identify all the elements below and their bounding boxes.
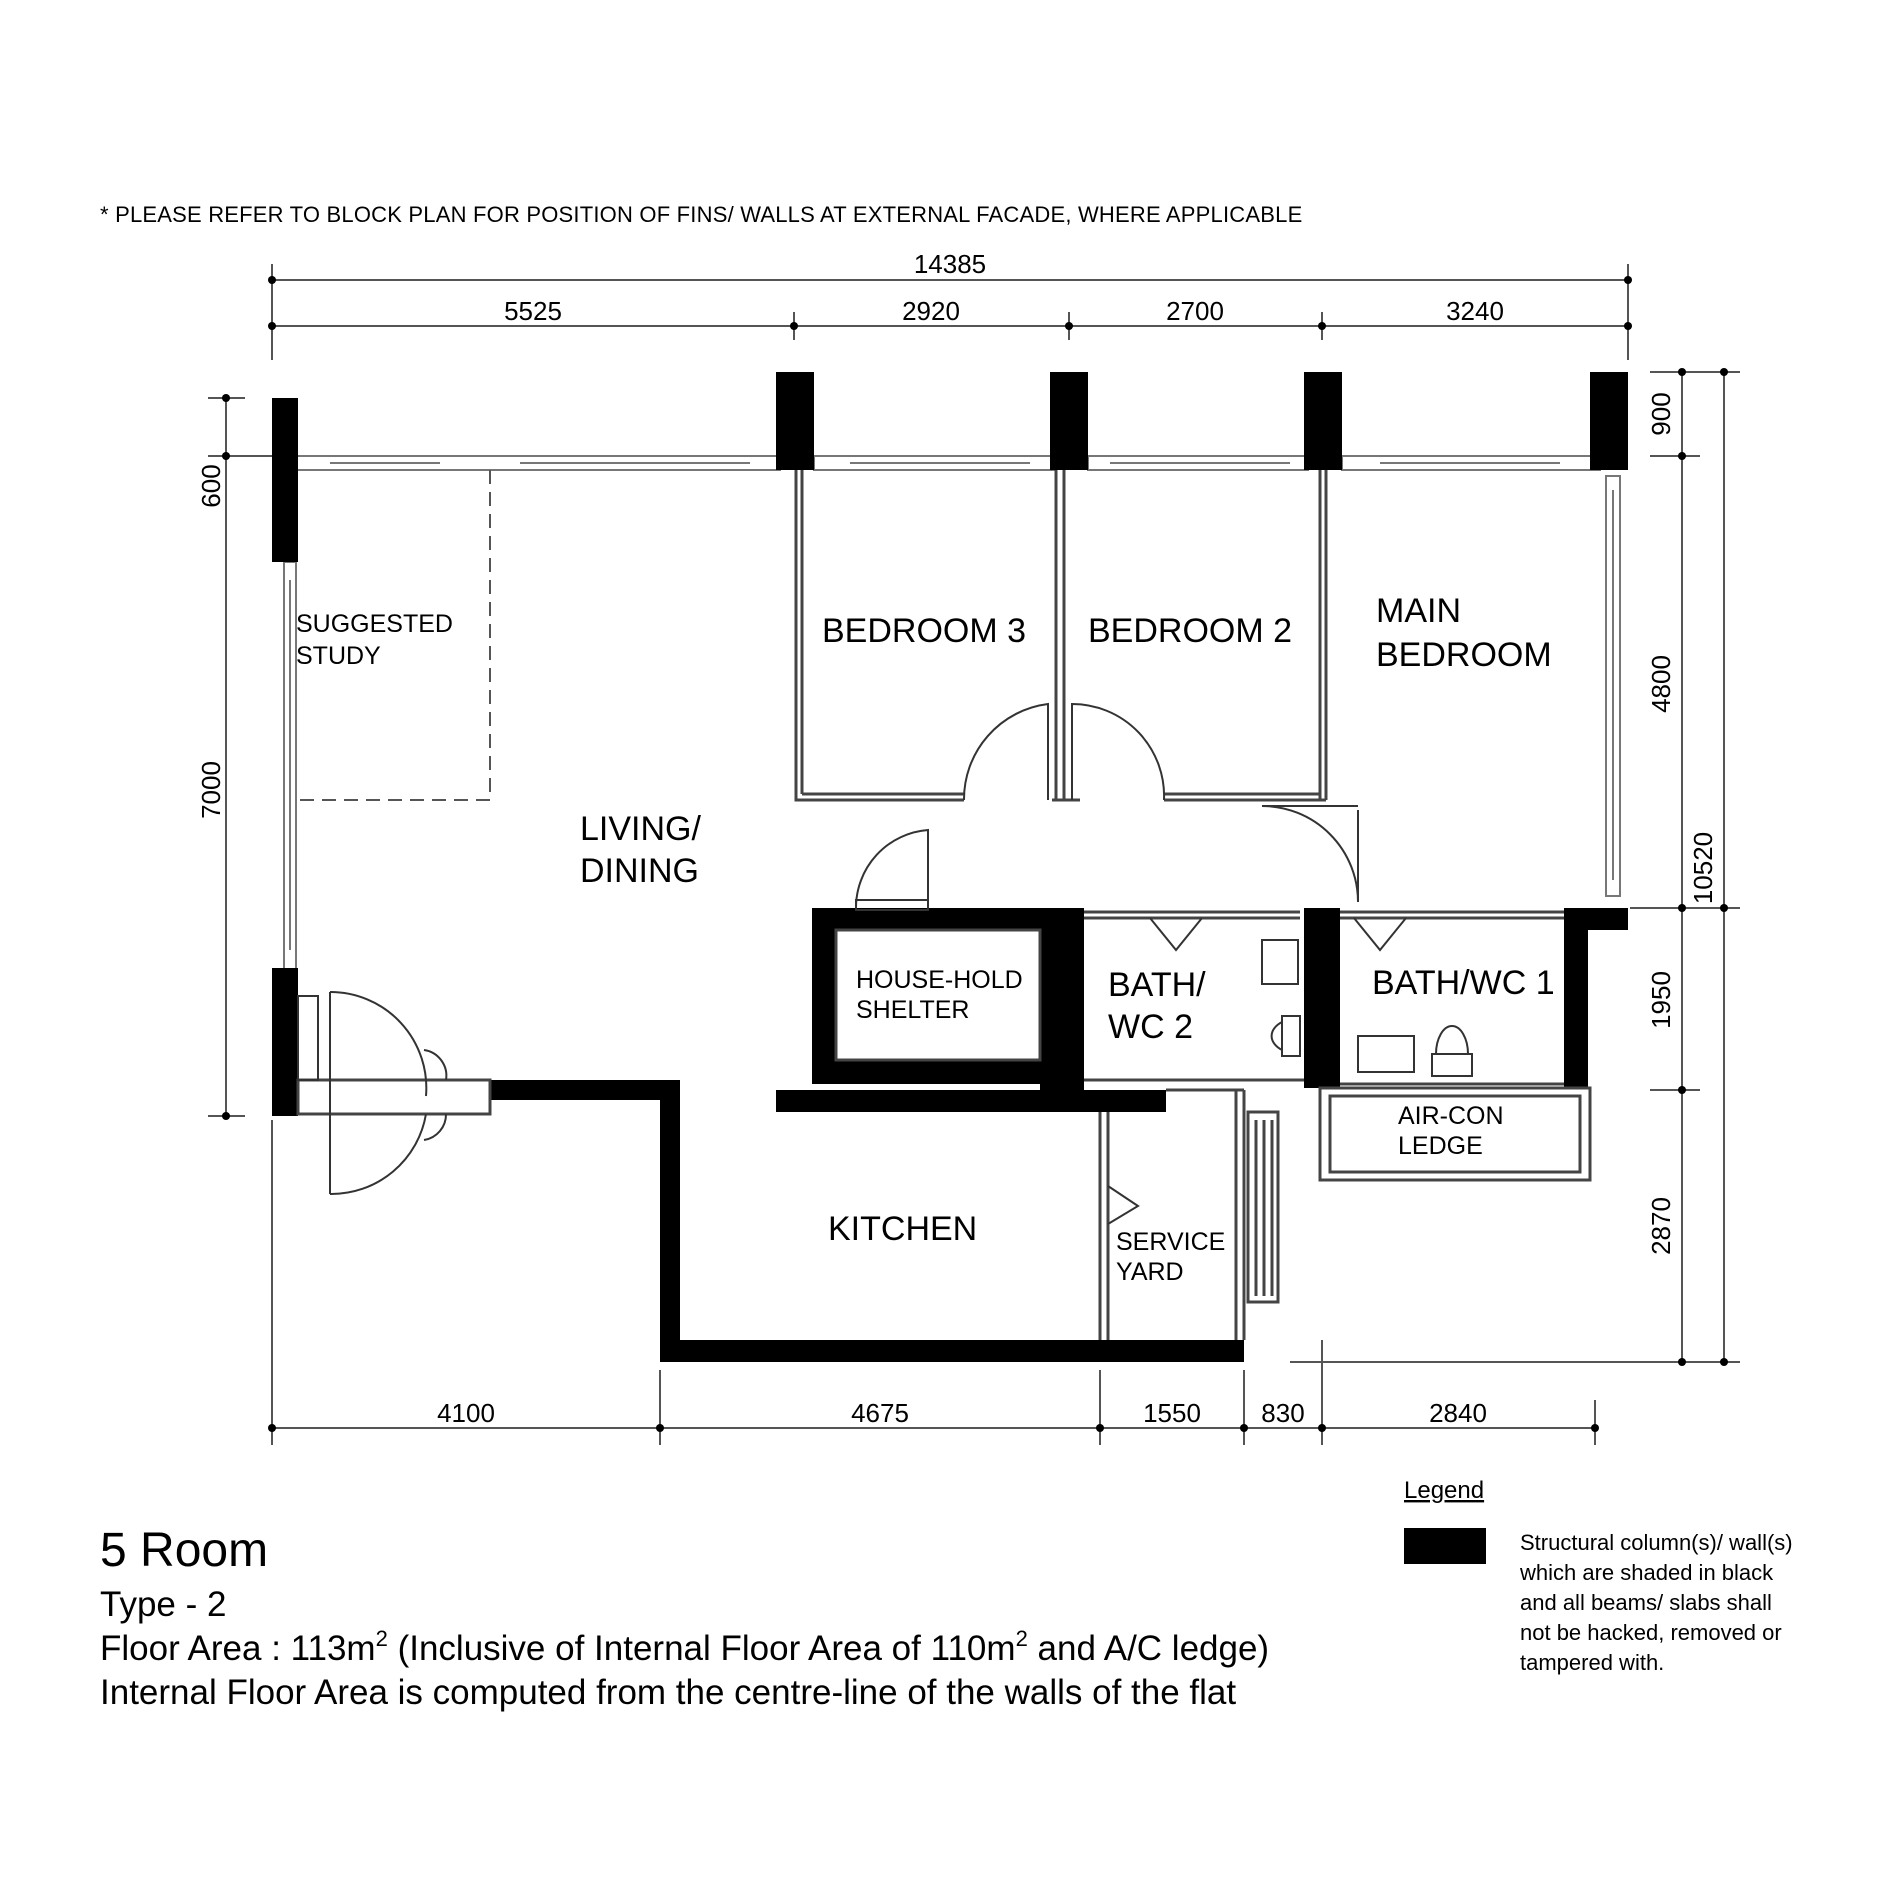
right-window — [1605, 475, 1621, 897]
dim-right-2: 4800 — [1646, 655, 1676, 713]
dim-top-4: 3240 — [1446, 296, 1504, 326]
dimensions-bottom — [268, 1120, 1599, 1445]
dim-bottom-1: 4100 — [437, 1398, 495, 1428]
dim-right-3: 1950 — [1646, 971, 1676, 1029]
dim-left-2: 7000 — [196, 761, 226, 819]
legend-line-5: tampered with. — [1520, 1650, 1664, 1675]
study-outline — [296, 470, 491, 801]
label-living-1: LIVING/ — [580, 810, 701, 848]
dim-top-2: 2920 — [902, 296, 960, 326]
dim-overall-top: 14385 — [914, 249, 986, 279]
doors — [297, 702, 1473, 1225]
label-service-2: YARD — [1116, 1258, 1184, 1286]
label-bedroom-2: BEDROOM 2 — [1088, 612, 1292, 650]
dim-bottom-4: 830 — [1261, 1398, 1304, 1428]
dim-top-1: 5525 — [504, 296, 562, 326]
dim-top-3: 2700 — [1166, 296, 1224, 326]
label-aircon-1: AIR-CON — [1398, 1102, 1504, 1130]
top-windows — [295, 455, 1601, 471]
label-study-1: SUGGESTED — [296, 610, 453, 638]
left-window — [283, 561, 297, 971]
label-main-bedroom-1: MAIN — [1376, 592, 1461, 630]
legend-line-1: Structural column(s)/ wall(s) — [1520, 1530, 1793, 1555]
label-main-bedroom-2: BEDROOM — [1376, 636, 1552, 674]
dim-bottom-5: 2840 — [1429, 1398, 1487, 1428]
label-shelter-1: HOUSE-HOLD — [856, 966, 1023, 994]
label-bath1: BATH/WC 1 — [1372, 964, 1555, 1002]
dim-right-4: 2870 — [1646, 1197, 1676, 1255]
dim-right-1: 900 — [1646, 392, 1676, 435]
dimensions-right — [1290, 368, 1740, 1366]
legend-line-3: and all beams/ slabs shall — [1520, 1590, 1772, 1615]
label-study-2: STUDY — [296, 642, 381, 670]
legend-line-4: not be hacked, removed or — [1520, 1620, 1782, 1645]
label-kitchen: KITCHEN — [828, 1210, 977, 1248]
label-bedroom-3: BEDROOM 3 — [822, 612, 1026, 650]
label-shelter-2: SHELTER — [856, 996, 969, 1024]
structural-walls — [272, 372, 1628, 1362]
legend-title: Legend — [1404, 1477, 1484, 1504]
dimensions-left — [208, 394, 280, 1120]
dim-bottom-2: 4675 — [851, 1398, 909, 1428]
legend-line-2: which are shaded in black — [1519, 1560, 1774, 1585]
facade-note: * PLEASE REFER TO BLOCK PLAN FOR POSITIO… — [100, 202, 1302, 227]
dim-bottom-3: 1550 — [1143, 1398, 1201, 1428]
label-service-1: SERVICE — [1116, 1228, 1225, 1256]
dim-overall-right: 10520 — [1688, 832, 1718, 904]
label-bath2-2: WC 2 — [1108, 1008, 1193, 1046]
area-note: Internal Floor Area is computed from the… — [100, 1673, 1236, 1712]
flat-title: 5 Room — [100, 1524, 268, 1577]
label-aircon-2: LEDGE — [1398, 1132, 1483, 1160]
floor-area: Floor Area : 113m2 (Inclusive of Interna… — [100, 1626, 1269, 1668]
legend-swatch — [1404, 1528, 1486, 1564]
dimensions-top — [268, 264, 1632, 360]
interior-walls — [296, 470, 1592, 1340]
label-living-2: DINING — [580, 852, 699, 890]
label-bath2-1: BATH/ — [1108, 966, 1206, 1004]
flat-type: Type - 2 — [100, 1585, 226, 1624]
dim-left-1: 600 — [196, 464, 226, 507]
